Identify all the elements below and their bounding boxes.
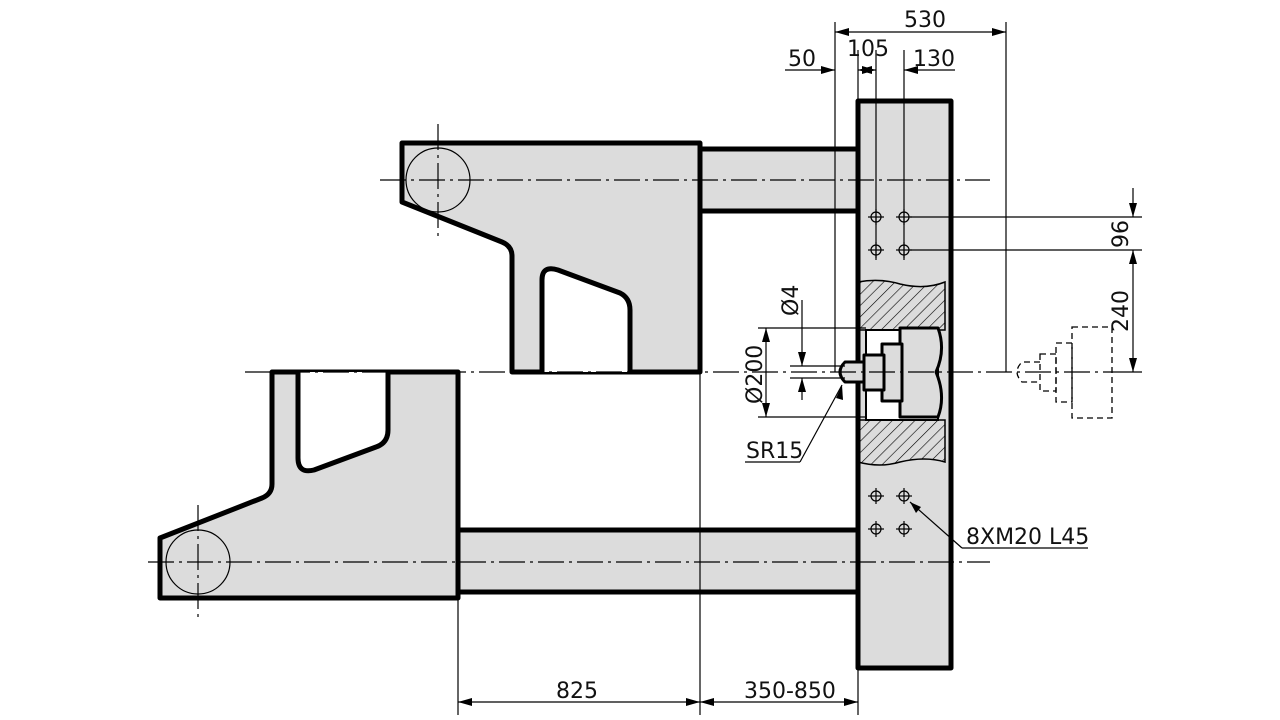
arrowheads <box>458 28 1137 706</box>
dim-240: 240 <box>1109 290 1134 332</box>
dim-530: 530 <box>904 8 946 33</box>
dimension-lines <box>457 22 1142 715</box>
dim-96: 96 <box>1109 220 1134 248</box>
upper-frame <box>399 140 703 375</box>
dim-105: 105 <box>847 37 889 62</box>
lower-frame <box>157 369 461 601</box>
dim-50: 50 <box>788 47 816 72</box>
dim-phi200: Ø200 <box>743 345 768 404</box>
dim-130: 130 <box>913 47 955 72</box>
dim-phi4: Ø4 <box>779 285 804 316</box>
lower-tie-bar <box>455 527 861 595</box>
injection-unit-outline <box>1016 326 1113 419</box>
dim-bolts: 8XM20 L45 <box>966 525 1089 550</box>
dim-350-850: 350-850 <box>744 679 836 704</box>
dim-sr15: SR15 <box>746 439 803 464</box>
center-lines <box>148 124 1120 620</box>
dim-825: 825 <box>556 679 598 704</box>
